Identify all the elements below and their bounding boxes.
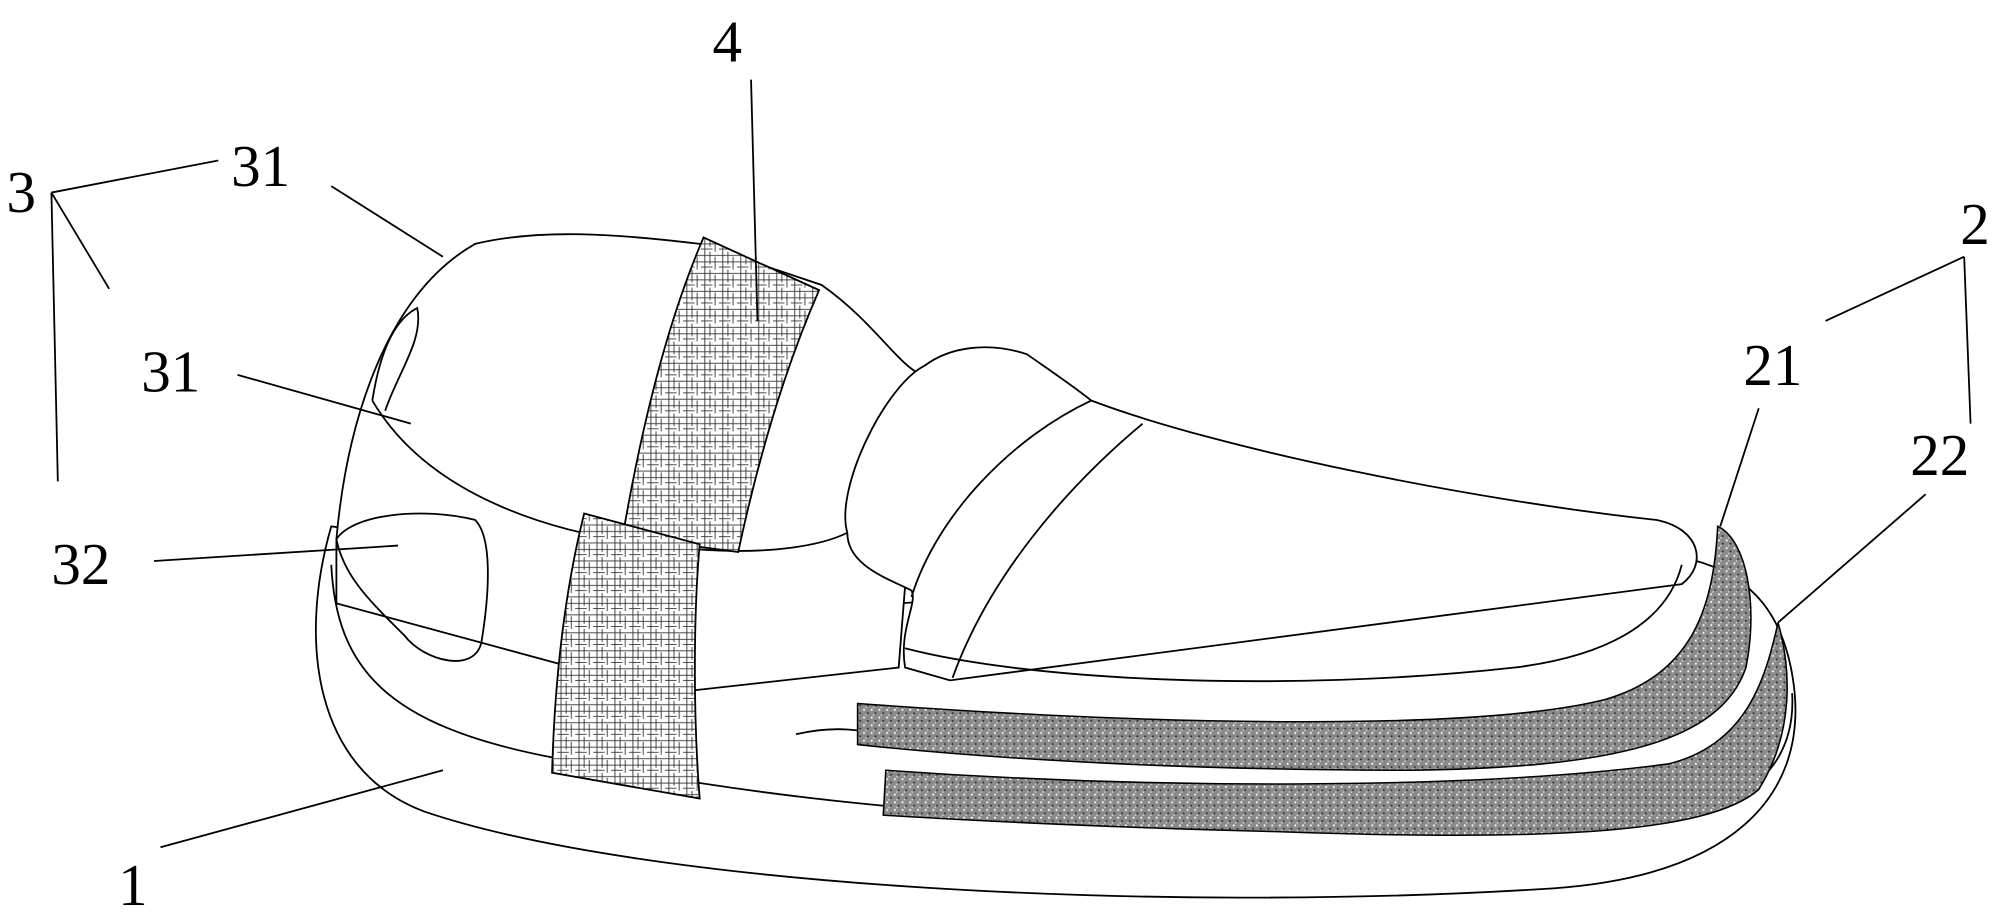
label-2: 2 xyxy=(1960,191,1990,257)
strip-21 xyxy=(856,525,1752,772)
toe-line xyxy=(904,564,1683,683)
strip-22 xyxy=(882,622,1788,837)
band-4-lower xyxy=(551,512,701,800)
label-3: 3 xyxy=(6,159,36,225)
tongue xyxy=(844,346,1698,682)
label-32: 32 xyxy=(51,531,110,597)
heel-panel-32 xyxy=(335,512,489,662)
label-21: 21 xyxy=(1743,332,1802,398)
label-1: 1 xyxy=(118,852,148,918)
vamp-line xyxy=(910,399,1092,598)
heel-panel-31 xyxy=(371,306,420,412)
label-22: 22 xyxy=(1910,422,1969,488)
label-31-mid: 31 xyxy=(141,339,200,405)
label-31-top: 31 xyxy=(231,133,290,199)
label-4: 4 xyxy=(713,9,743,75)
leader-lines xyxy=(50,79,1972,849)
vamp-line-2 xyxy=(951,422,1144,679)
